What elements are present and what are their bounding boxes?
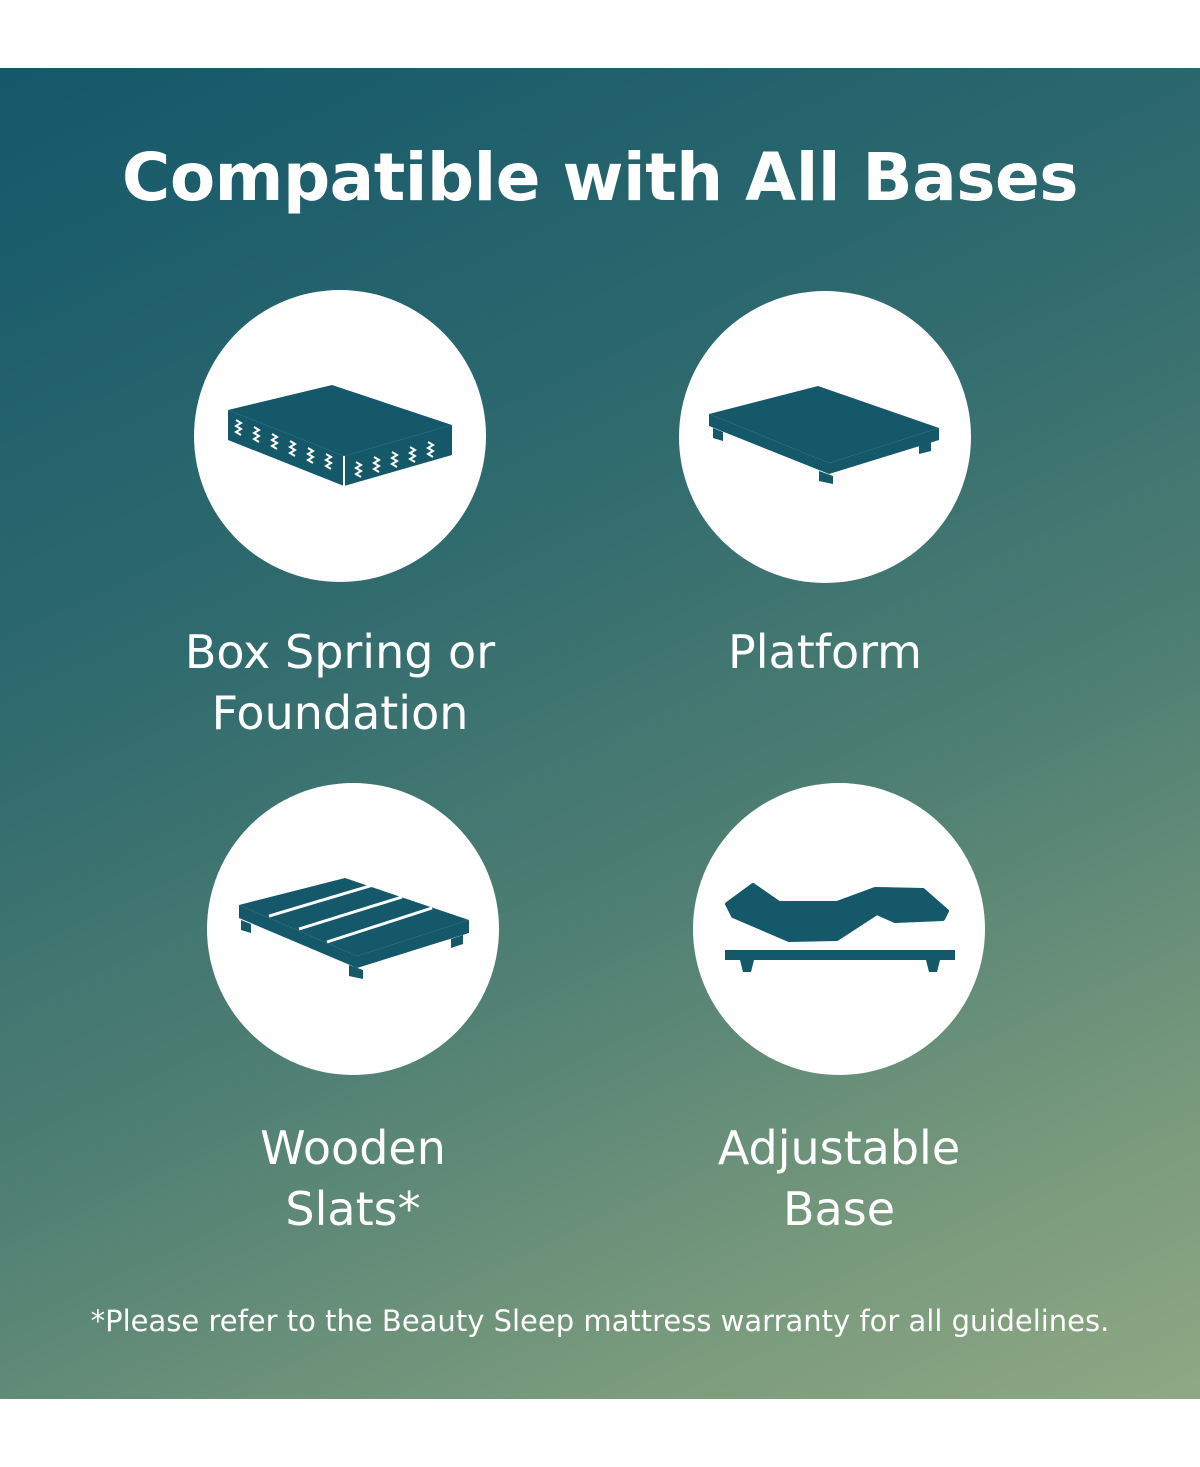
- box-spring-icon: [228, 385, 452, 486]
- base-label-box-spring: Box Spring or Foundation: [184, 625, 496, 740]
- wooden-slats-icon: [239, 878, 469, 979]
- adjustable-base-circle: [693, 783, 985, 1075]
- compatibility-panel: Compatible with All Bases Box Spring: [0, 68, 1200, 1399]
- platform-bed-icon: [709, 386, 939, 484]
- adjustable-base-icon: [725, 883, 955, 972]
- box-spring-circle: [194, 290, 486, 582]
- base-label-platform: Platform: [728, 625, 922, 679]
- platform-circle: [679, 291, 971, 583]
- base-label-wooden-slats: Wooden Slats*: [260, 1121, 446, 1236]
- warranty-footnote: *Please refer to the Beauty Sleep mattre…: [90, 1304, 1110, 1338]
- base-label-adjustable: Adjustable Base: [717, 1121, 961, 1236]
- page-title: Compatible with All Bases: [121, 139, 1079, 216]
- wooden-slats-circle: [207, 783, 499, 1075]
